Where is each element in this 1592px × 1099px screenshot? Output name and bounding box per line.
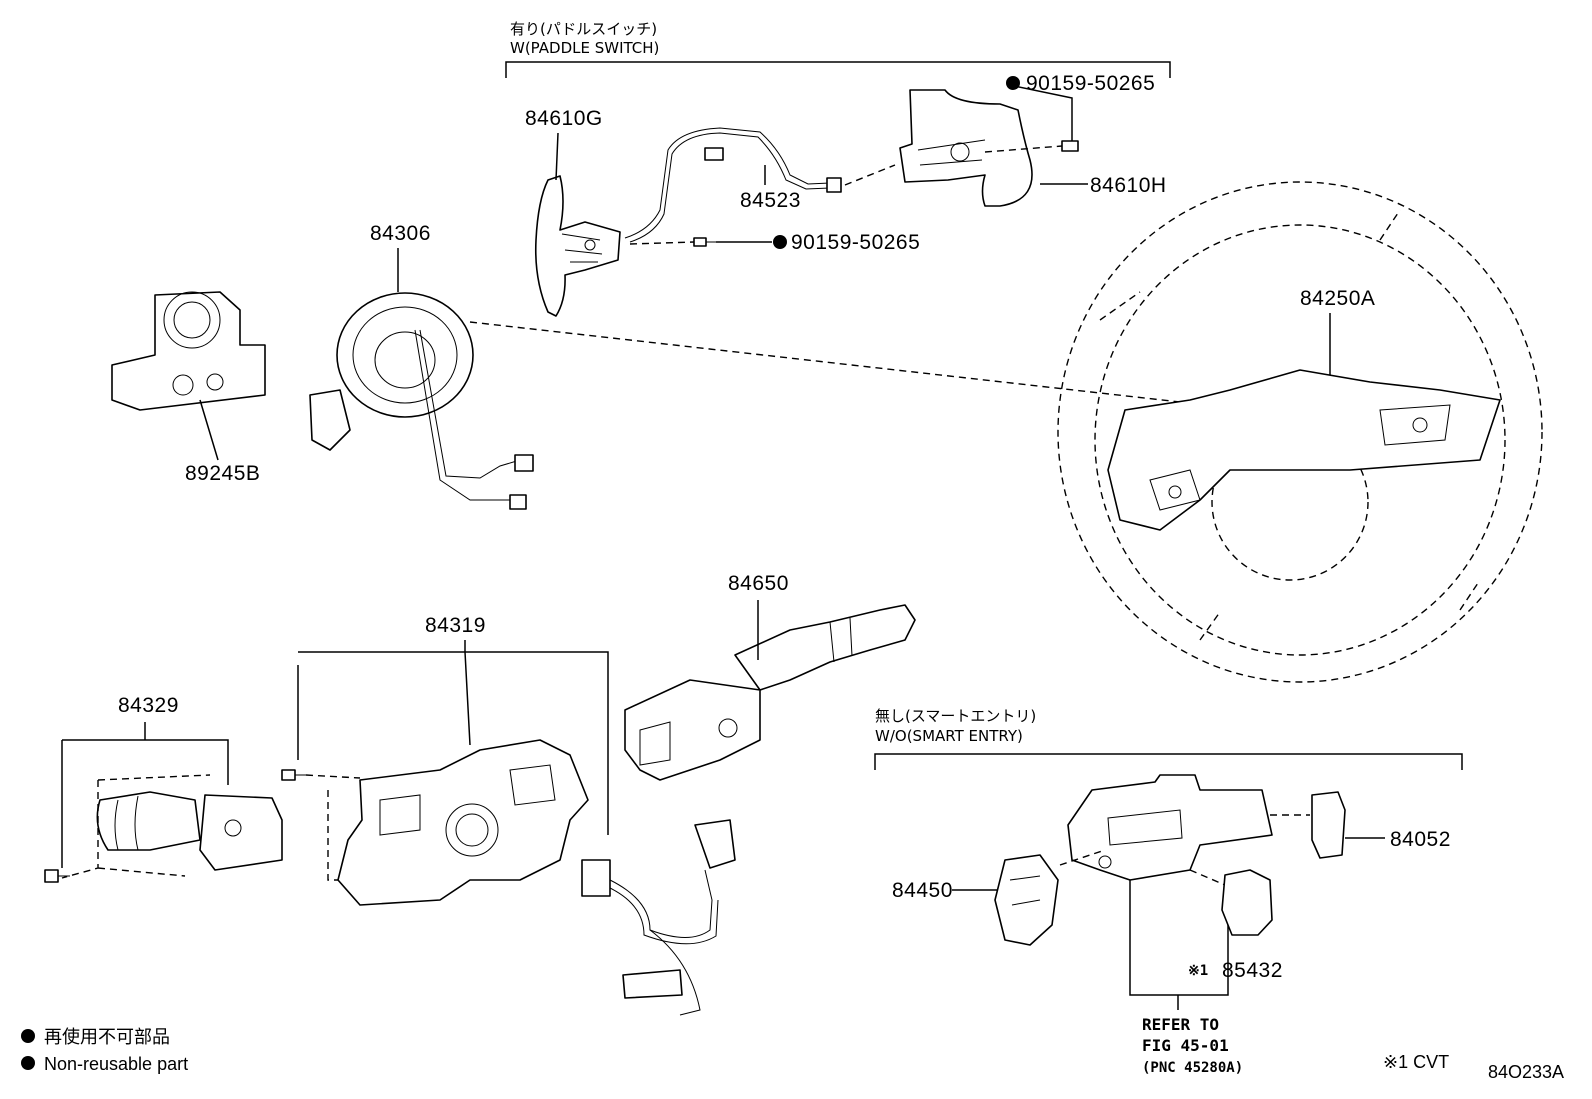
switch-harness-drawing: [581, 819, 736, 1016]
screw-lower-drawing: [693, 237, 716, 247]
legend-text-jp: 再使用不可部品: [44, 1027, 170, 1047]
paddle-group-bracket: [505, 61, 1171, 78]
paddle-switch-left-drawing: [534, 175, 621, 317]
switch-84450-drawing: [994, 854, 1059, 946]
part-90159-lower-label: 90159-50265: [791, 231, 920, 254]
ignition-bracket-drawing: [1067, 774, 1273, 881]
part-89245B-label: 89245B: [185, 462, 260, 485]
switch-84052-drawing: [1311, 791, 1346, 859]
part-84319-label: 84319: [425, 614, 486, 637]
part-84650-label: 84650: [728, 572, 789, 595]
figure-id: 84O233A: [1488, 1062, 1564, 1082]
switch-body-drawing: [337, 739, 589, 906]
paddle-group-title-jp: 有り(パドルスイッチ): [510, 20, 657, 38]
part-90159-upper-label: 90159-50265: [1026, 72, 1155, 95]
steering-sensor-drawing: [111, 291, 266, 411]
steering-wheel-drawing: [1057, 181, 1543, 683]
part-84329-label: 84329: [118, 694, 179, 717]
smart-group-title-en: W/O(SMART ENTRY): [875, 727, 1023, 745]
wiper-switch-drawing: [624, 604, 916, 781]
paddle-switch-right-drawing: [899, 89, 1033, 207]
part-84523-label: 84523: [740, 189, 801, 212]
screw-84319-drawing: [281, 769, 306, 781]
part-84250A-label: 84250A: [1300, 287, 1375, 310]
smart-group-title-jp: 無し(スマートエントリ): [875, 707, 1036, 725]
part-85432-label: 85432: [1222, 959, 1283, 982]
refer-line-1: REFER TO: [1142, 1015, 1219, 1034]
spiral-cable-drawing: [309, 292, 534, 510]
refer-line-3: (PNC 45280A): [1142, 1060, 1243, 1076]
screw-upper-drawing: [1061, 140, 1079, 152]
smart-group-bracket: [874, 753, 1463, 770]
part-84450-label: 84450: [892, 879, 953, 902]
light-switch-drawing: [96, 791, 283, 871]
paddle-group-title-en: W(PADDLE SWITCH): [510, 39, 659, 57]
footnote-cvt: ※1 CVT: [1383, 1052, 1449, 1072]
part-84306-label: 84306: [370, 222, 431, 245]
part-84052-label: 84052: [1390, 828, 1451, 851]
part-84610H-label: 84610H: [1090, 174, 1167, 197]
cvt-mark: ※1: [1188, 963, 1208, 979]
leader-84610G: [555, 132, 559, 181]
refer-line-2: FIG 45-01: [1142, 1036, 1229, 1055]
switch-85432-drawing: [1221, 869, 1273, 936]
legend-text-en: Non-reusable part: [44, 1054, 188, 1074]
bracket-84319: [297, 640, 609, 835]
screw-84329-drawing: [44, 869, 70, 883]
part-84610G-label: 84610G: [525, 107, 603, 130]
bracket-refer: [1129, 880, 1229, 996]
non-reusable-dot-upper: [1006, 76, 1020, 90]
leader-89245B: [199, 399, 219, 461]
non-reusable-dot-lower: [773, 235, 787, 249]
paddle-harness-drawing: [624, 127, 842, 243]
legend-dot-en: [21, 1056, 35, 1070]
legend-dot-jp: [21, 1029, 35, 1043]
bracket-84329: [61, 722, 229, 868]
